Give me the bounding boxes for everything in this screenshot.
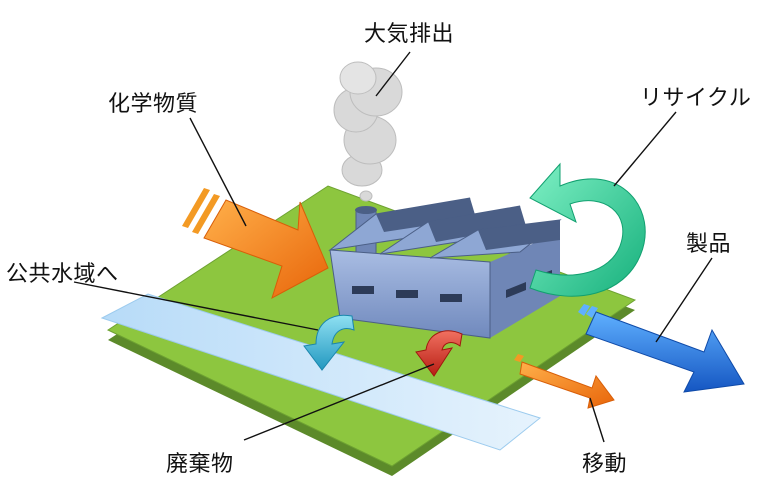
leader-waste [243, 363, 435, 441]
leader-recycle [613, 111, 677, 187]
leader-air-emission [375, 51, 411, 97]
label-recycle: リサイクル [640, 86, 752, 111]
leader-transfer [589, 397, 605, 443]
label-public-water: 公共水域へ [6, 262, 119, 287]
factory-building [328, 197, 562, 339]
water-stream [100, 293, 542, 451]
label-air-emission: 大気排出 [364, 22, 455, 47]
public-water-arrow [303, 314, 355, 371]
label-products: 製品 [686, 232, 732, 257]
label-transfer: 移動 [582, 452, 628, 477]
label-chemicals: 化学物質 [108, 92, 199, 117]
leader-chemicals [189, 117, 247, 227]
label-waste: 廃棄物 [166, 452, 234, 477]
leader-products [655, 257, 713, 343]
chemicals-arrow [182, 188, 329, 300]
products-arrow [578, 304, 745, 393]
leader-lines [73, 51, 713, 443]
recycle-arrow [529, 162, 646, 297]
smoke-cloud [333, 61, 403, 202]
transfer-arrow [514, 354, 615, 409]
waste-arrow [415, 330, 463, 377]
leader-public-water [73, 281, 319, 331]
